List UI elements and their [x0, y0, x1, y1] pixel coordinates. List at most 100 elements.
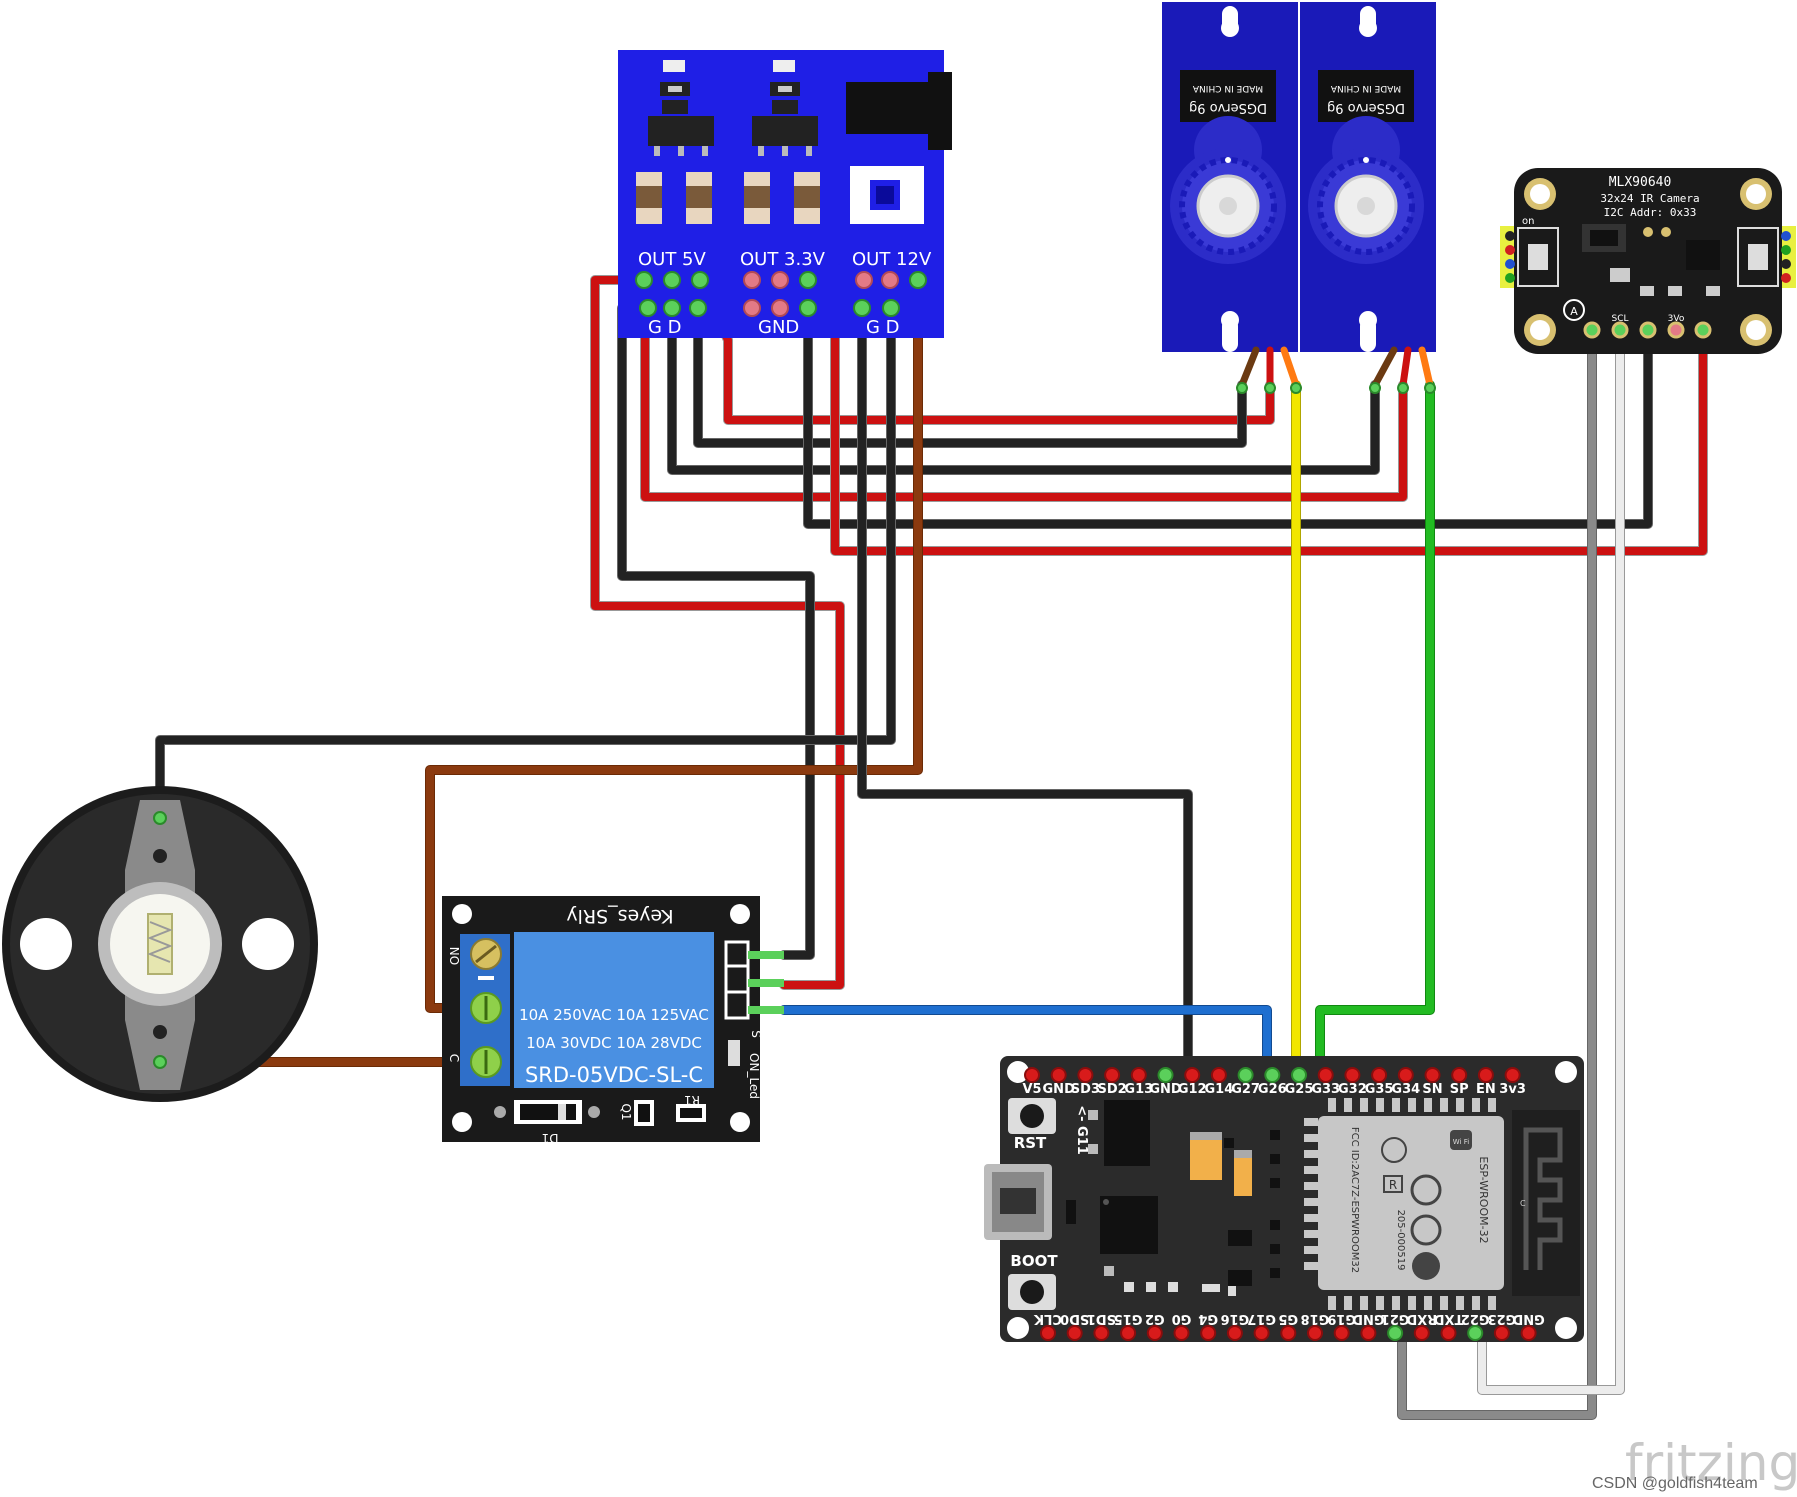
esp32-top-label: G26	[1258, 1082, 1287, 1097]
relay-no-label: NO	[447, 947, 461, 965]
esp32-top-label: SD2	[1097, 1082, 1126, 1097]
esp32-bottom-label: G19	[1327, 1311, 1356, 1326]
pump-mount-hole-right	[242, 918, 294, 970]
esp32-top-pin-g12	[1184, 1067, 1201, 1083]
module-cert: 205-000519	[1395, 1210, 1406, 1271]
label-gnd-right: G D	[866, 317, 900, 338]
esp32-top-label: SP	[1450, 1082, 1469, 1097]
esp32-top-label: 3v3	[1499, 1082, 1526, 1097]
esp32-top-pin-gnd	[1157, 1067, 1174, 1083]
camera-scl-label: SCL	[1611, 314, 1628, 324]
voltage-regulator-right	[752, 60, 818, 156]
esp32-top-label: G33	[1311, 1082, 1340, 1097]
esp-wroom-module: FCC ID:2AC7Z-ESPWROOM32 205-000519 R Wi …	[1304, 1098, 1580, 1310]
esp32-bottom-pin-rxd	[1413, 1325, 1430, 1341]
svg-text:C: C	[1520, 1199, 1526, 1208]
esp32-bottom-pin-g18	[1307, 1325, 1323, 1341]
esp32-bottom-pin-g2	[1146, 1325, 1163, 1341]
boot-button[interactable]	[1008, 1274, 1056, 1310]
esp32-top-pin-g34	[1397, 1067, 1414, 1083]
esp32-top-label: SD3	[1071, 1082, 1100, 1097]
esp32-top-label: G34	[1391, 1082, 1420, 1097]
esp32-top-pin-gnd	[1050, 1067, 1067, 1083]
esp32-top-pin-g35	[1371, 1067, 1388, 1083]
servo-1-made-label: MADE IN CHINA	[1192, 83, 1263, 93]
servo-leads	[1236, 346, 1436, 394]
esp32-bottom-label: SD0	[1060, 1311, 1089, 1326]
esp32-bottom-label: G0	[1172, 1311, 1192, 1326]
esp32-bottom-label: G17	[1247, 1311, 1276, 1326]
esp32-bottom-pin-clk	[1040, 1325, 1056, 1341]
esp32-bottom-pin-gnd	[1360, 1325, 1377, 1341]
power-module: OUT 5V OUT 3.3V OUT 12V G D GND G D	[618, 50, 952, 338]
g11-label: <- G11	[1074, 1105, 1089, 1155]
wire-green-servo2-signal	[1315, 380, 1435, 1080]
esp32-top-label: GND	[1149, 1082, 1182, 1097]
voltage-regulator-left	[648, 60, 714, 156]
esp32-top-label: G12	[1178, 1082, 1207, 1097]
esp32-bottom-label: GND	[1512, 1311, 1545, 1326]
ir-camera: MLX90640 32x24 IR Camera I2C Addr: 0x33 …	[1500, 168, 1796, 354]
relay-header-pins	[724, 940, 784, 1020]
esp32-bottom-pin-g21	[1387, 1325, 1404, 1341]
esp32-top-pin-g14	[1210, 1067, 1227, 1083]
esp32-top-label: G32	[1338, 1082, 1367, 1097]
relay-spec-2: 10A 30VDC 10A 28VDC	[526, 1034, 702, 1052]
esp32-bottom-pin-gnd	[1520, 1325, 1537, 1341]
relay-s-label: S	[749, 1030, 763, 1038]
relay-model: SRD-05VDC-SL-C	[525, 1063, 703, 1087]
esp32-top-pin-g27	[1237, 1067, 1254, 1083]
esp32-top-pin-g33	[1317, 1067, 1334, 1083]
capacitors	[636, 172, 820, 224]
relay-q1-label: Q1	[619, 1103, 633, 1120]
rst-button[interactable]	[1008, 1098, 1056, 1134]
esp32-bottom-header	[1040, 1325, 1537, 1341]
esp32-top-label: G14	[1205, 1082, 1234, 1097]
esp32-bottom-pin-g19	[1333, 1325, 1350, 1341]
esp32-top-label: G25	[1285, 1082, 1314, 1097]
camera-a-label: A	[1570, 305, 1578, 318]
esp32-top-label: SN	[1422, 1082, 1442, 1097]
servo-1: MADE IN CHINA DGServo 9g	[1162, 2, 1298, 352]
esp32-bottom-pin-g0	[1173, 1325, 1190, 1341]
esp32-bottom-pin-g16	[1226, 1325, 1243, 1341]
rst-label: RST	[1014, 1134, 1047, 1152]
label-out-12v: OUT 12V	[852, 249, 932, 270]
relay-module: Keyes_SRly 10A 250VAC 10A 125VAC 10A 30V…	[442, 896, 784, 1145]
stemma-connector-right	[1737, 226, 1796, 288]
esp32-bottom-label: G21	[1381, 1311, 1410, 1326]
esp32-bottom-label: CLK	[1033, 1311, 1062, 1326]
servo-2-made-label: MADE IN CHINA	[1330, 83, 1401, 93]
label-gnd-center: GND	[758, 317, 799, 338]
esp32-top-pin-sd2	[1104, 1067, 1121, 1083]
esp32-bottom-pin-sd1	[1093, 1325, 1110, 1341]
module-r-mark: R	[1389, 1178, 1397, 1192]
power-switch[interactable]	[850, 166, 924, 224]
usb-port[interactable]	[984, 1164, 1052, 1240]
esp32-bottom-label: G22	[1461, 1311, 1490, 1326]
esp32-bottom-label: G18	[1301, 1311, 1330, 1326]
camera-line2: 32x24 IR Camera	[1600, 192, 1699, 205]
esp32-bottom-pin-g5	[1280, 1325, 1297, 1341]
esp32-top-pin-g13	[1130, 1067, 1147, 1083]
boot-label: BOOT	[1010, 1252, 1058, 1270]
esp32-bottom-pin-g17	[1253, 1325, 1270, 1341]
module-wifi: Wi Fi	[1453, 1138, 1469, 1146]
esp32-bottom-label: G16	[1221, 1311, 1250, 1326]
esp32-top-header	[1024, 1067, 1521, 1083]
relay-c-label: C	[447, 1054, 461, 1062]
esp32-bottom-pin-sd0	[1066, 1325, 1083, 1341]
wire-black-relay-gnd	[617, 303, 815, 960]
label-gnd-left: G D	[648, 317, 682, 338]
relay-on-led-label: ON_Led	[747, 1053, 761, 1099]
esp32-bottom-pin-g4	[1200, 1325, 1217, 1341]
label-out-3v3: OUT 3.3V	[740, 249, 826, 270]
power-module-pins	[635, 271, 927, 317]
servo-1-model-label: DGServo 9g	[1189, 100, 1267, 115]
camera-3vo-label: 3Vo	[1668, 314, 1685, 324]
relay-diode: D1	[494, 1100, 600, 1145]
camera-name: MLX90640	[1609, 175, 1672, 190]
